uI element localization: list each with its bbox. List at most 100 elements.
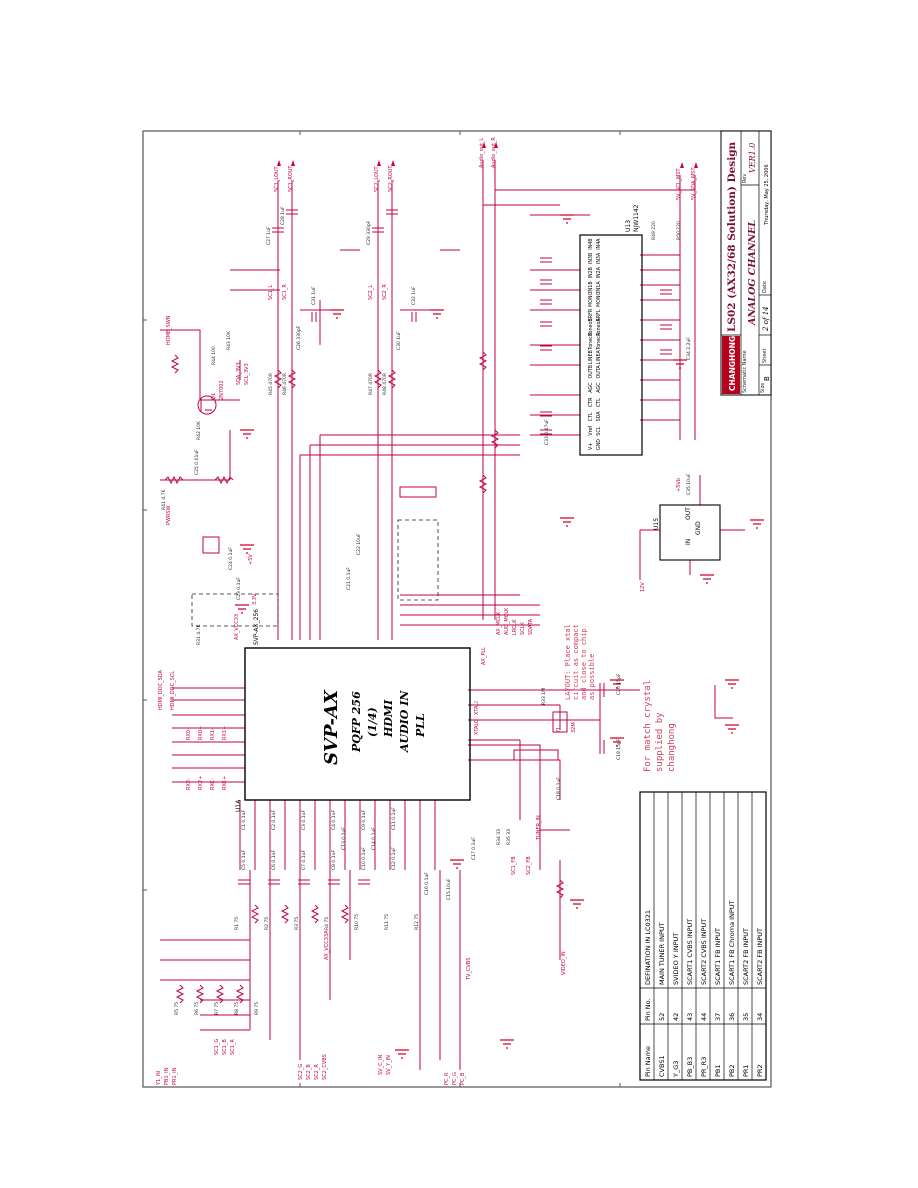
net-label: AX_VCC33 [234,614,240,640]
net-label: 32M [571,722,577,733]
net-label: PC_B [460,1072,466,1085]
layout-note-line-2: circuit as compact [572,624,580,700]
table-header-cell: Pin Name [644,1046,652,1077]
net-label: +5Vb [676,478,682,492]
crystal-note-line-3: changhong [667,723,677,772]
net-label: RX2+ [198,776,204,790]
net-label: SC2_G [298,1064,304,1080]
table-cell: MAIN TUNER INPUT [658,922,666,985]
audio-pin-label: CTL [596,398,602,407]
crystal-note-line-1: For match crystal [643,680,653,772]
capacitor-label: C34 2.2uF [686,337,692,360]
resistor-label: R12 75 [414,914,420,930]
audio-pin-label: IN3A [596,252,602,264]
table-cell: PR_R3 [700,1057,708,1077]
audio-pin-label: V+ [588,443,594,450]
net-label: RXC+ [222,776,228,790]
table-cell: 37 [714,1013,722,1021]
option-boxes [191,519,439,627]
table-cell: CVBS1 [658,1055,666,1077]
net-label: SC2_R [314,1064,320,1080]
power-markers [277,142,698,168]
table-cell: SVIDEO Y INPUT [672,933,680,985]
chip-line-4: AUDIO IN [398,690,411,753]
svp-ax-chip-body [244,647,471,801]
table-cell: Y_G3 [672,1061,680,1078]
date-value: Thursday, May 25, 2006 [764,164,770,226]
regulator-pin-gnd: GND [695,521,702,535]
capacitor-label: C4 0.1uF [331,810,337,830]
resistor-label: R42 10K [196,420,202,440]
table-cell: PB2 [728,1064,736,1077]
crystal-note-line-2: supplied by [655,712,665,772]
net-label: SC1_B [222,1039,228,1055]
resistor-label: R8 75 [234,1002,240,1015]
resistor-label: R48 470R [382,373,388,395]
audio-pin-label: SRFR [588,308,594,321]
capacitor-label: C2 0.1uF [271,810,277,830]
chip-line-1: PQFP 256 [350,691,363,753]
capacitor-label: C3 0.1uF [301,810,307,830]
rev-label: Rev [742,174,748,183]
table-cell: PB1 [714,1064,722,1077]
resistor-label: R7 75 [214,1002,220,1015]
audio-pin-label: ToneoB [588,318,594,336]
capacitor-label: C9 0.1uF [361,810,367,830]
capacitor-label: C6 0.1uF [271,850,277,870]
capacitor-label: C11 0.1uF [391,807,397,830]
net-label: PC_G [452,1072,458,1085]
audio-processor-chip: U13 NJW1142 GNDSCLSDACTLAGCOUTALINEATone… [579,204,643,456]
net-label: PB1_IN [164,1067,170,1085]
capacitor-label: C17 0.1uF [471,837,477,860]
resistor-label: R3 75 [294,917,300,930]
net-label: 5V_SDA_MST [691,167,697,200]
changhong-logo [722,336,740,394]
capacitor-label: C32 1uF [411,286,417,305]
table-cell: SCART1 FB INPUT [714,928,722,985]
net-label: SC1_FB [511,856,517,875]
net-label: VIDEO_IN [561,951,567,975]
net-label: SC2_CVBS [322,1054,328,1080]
schematic-name-label: Schematic Name [742,350,748,393]
net-label: SC2_ROUT [388,165,394,192]
net-label: 3.3V [252,593,258,605]
table-cell: 42 [672,1013,680,1021]
voltage-regulator: U15 IN OUT GND [653,504,721,561]
net-wires [160,160,745,1070]
net-label: RX1- [210,728,216,740]
audio-pin-label: CTL [588,412,594,421]
table-cell: 36 [728,1013,736,1021]
audio-pin-label: IN2A [596,266,602,278]
layout-note-line-4: as possible [588,654,596,700]
audio-pin-label: Vref [588,426,594,436]
net-label: TUNER_IN [536,815,542,841]
net-label: Y1 [556,727,562,734]
net-label: SC1_G [214,1039,220,1055]
audio-chip-pins-right: V+VrefCTLCTRAGCOUTBLINEBTonecBToneoBSRFR… [588,238,594,450]
capacitor-label: C35 10uF [686,473,692,495]
audio-pin-label: ToneoA [596,318,602,337]
net-label: RX0+ [198,726,204,740]
audio-pin-label: TonecA [596,332,602,351]
audio-pin-label: IN1A [596,281,602,293]
net-label: Audio_out_L [479,138,485,168]
chip-ref: U1A [235,799,242,812]
net-label: RX2- [186,778,192,790]
net-label: AUD_MCLK [504,607,510,635]
capacitor-label: C16 0.1uF [424,872,430,895]
net-label: HDMI_DDC_SDA [158,669,164,710]
capacitor-label: C27 1uF [266,226,272,245]
net-label: SV_C_IN [378,1054,384,1075]
net-label: SDATA [528,618,534,635]
resistor-label: R11 75 [384,914,390,930]
table-cell: SCART1 FB Chroma INPUT [728,900,736,985]
resistor-label: R50 220 [676,221,682,240]
net-label: XTALI [474,701,480,715]
capacitor-label: C24 0.1uF [228,547,234,570]
resistor-label: R5 75 [174,1002,180,1015]
table-cell: PR2 [756,1064,764,1077]
net-label: SCLK [520,622,526,635]
